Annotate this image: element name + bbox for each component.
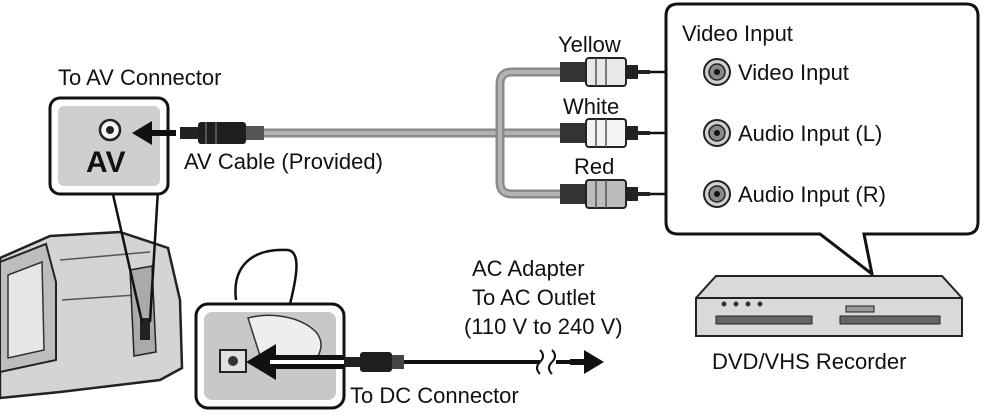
voltage-label: (110 V to 240 V) [464, 314, 623, 339]
rca-plug-icon [560, 57, 650, 209]
recorder-callout [664, 2, 980, 278]
av-plug [180, 122, 264, 144]
av-cable [262, 67, 560, 199]
av-cable-label: AV Cable (Provided) [184, 149, 383, 174]
av-port-label: AV [86, 146, 126, 179]
audio-input-r-label: Audio Input (R) [738, 182, 886, 207]
ac-adapter-label: AC Adapter [472, 256, 585, 281]
yellow-label: Yellow [558, 32, 621, 57]
video-input-header: Video Input [682, 21, 793, 46]
dc-cable [404, 349, 572, 375]
to-av-connector-label: To AV Connector [58, 65, 222, 90]
dc-plug-icon [344, 352, 404, 372]
recorder-icon [695, 275, 963, 337]
recorder-label: DVD/VHS Recorder [712, 349, 907, 374]
av-jack-icon [98, 118, 122, 142]
video-input-label: Video Input [738, 60, 849, 85]
white-label: White [563, 94, 620, 119]
av-panel [48, 96, 170, 196]
camcorder-icon [0, 230, 184, 400]
input-jack-icons [703, 58, 731, 208]
to-ac-outlet-label: To AC Outlet [472, 285, 596, 310]
audio-input-l-label: Audio Input (L) [738, 121, 883, 146]
to-dc-connector-label: To DC Connector [350, 383, 519, 408]
red-label: Red [574, 154, 615, 179]
